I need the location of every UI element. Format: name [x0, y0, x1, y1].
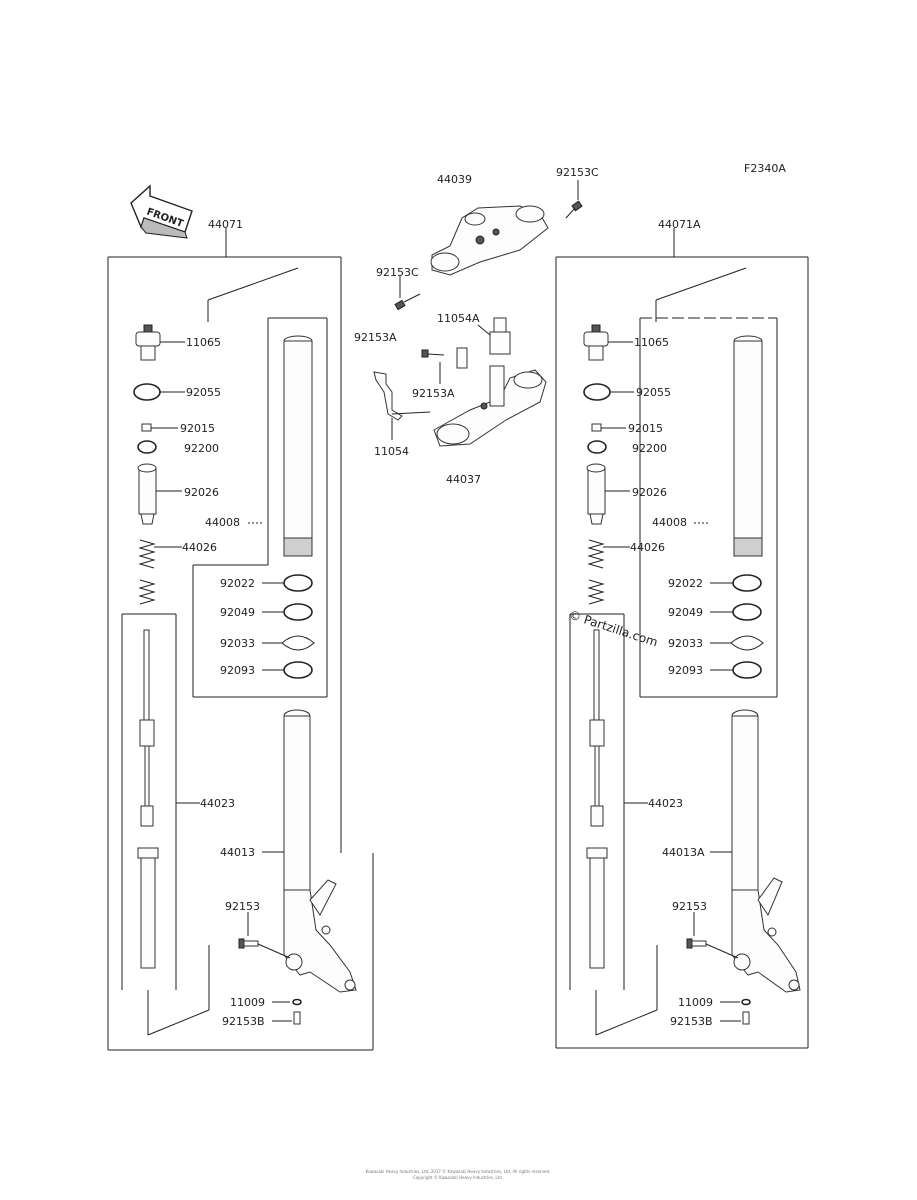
lower-bracket-icon [433, 365, 547, 447]
upper-bracket-icon [430, 205, 549, 276]
left-inner-tube-label: 44013 [220, 846, 255, 859]
diagram-code: F2340A [744, 162, 786, 175]
left-outer-tube-label: 44008 [205, 516, 240, 529]
left-assembly-label: 44071 [208, 218, 243, 231]
right-cylinder-icon [586, 629, 648, 969]
right-nut-label: 92015 [628, 422, 663, 435]
left-collar-icon [137, 463, 182, 525]
right-inner-tube-icon [710, 709, 801, 993]
left-drain-icons [272, 998, 302, 1025]
right-washer-icon [587, 440, 607, 454]
bolt-a2-label: 92153A [412, 387, 455, 400]
right-outer-tube-icon [694, 335, 763, 557]
left-oil-seal-label: 92049 [220, 606, 255, 619]
stem-label: 11054A [437, 312, 480, 325]
lower-bracket-label: 44037 [446, 473, 481, 486]
footer-line-1: Kawasaki Heavy Industries, Ltd. 2017 © K… [366, 1169, 551, 1174]
left-gasket-label: 11009 [230, 996, 265, 1009]
footer-line-2: Copyright © Kawasaki Heavy Industries, L… [413, 1175, 503, 1180]
right-seal-1-label: 92022 [668, 577, 703, 590]
right-washer-label: 92200 [632, 442, 667, 455]
right-collar-label: 92026 [632, 486, 667, 499]
left-inner-tube-icon [262, 709, 357, 993]
right-spring-icon [587, 539, 630, 605]
left-oring-label: 92055 [186, 386, 221, 399]
left-collar-label: 92026 [184, 486, 219, 499]
right-clip-label: 92033 [668, 637, 703, 650]
left-spring-label: 44026 [182, 541, 217, 554]
left-dust-seal-label: 92093 [220, 664, 255, 677]
left-cap-bolt-icon [135, 324, 185, 361]
left-seal-icons [262, 574, 315, 679]
left-washer-label: 92200 [184, 442, 219, 455]
right-drain-icons [720, 998, 751, 1025]
bolt-a1-label: 92153A [354, 331, 397, 344]
bolt-left-icon [394, 276, 421, 311]
left-fork-frame [107, 228, 374, 1051]
front-arrow: FRONT [130, 184, 193, 239]
bracket-small-label: 11054 [374, 445, 409, 458]
left-nut-label: 92015 [180, 422, 215, 435]
right-drain-bolt-label: 92153B [670, 1015, 713, 1028]
right-assembly-label: 44071A [658, 218, 701, 231]
bolt-top-label: 92153C [556, 166, 599, 179]
right-bolt-label: 92153 [672, 900, 707, 913]
upper-bracket-label: 44039 [437, 173, 472, 186]
right-fork-frame [555, 228, 809, 1049]
left-outer-tube-icon [248, 335, 313, 557]
left-clip-label: 92033 [220, 637, 255, 650]
left-cylinder-icon [137, 629, 200, 969]
left-washer-icon [137, 440, 157, 454]
right-nut-icon [591, 423, 626, 432]
left-cap-bolt-label: 11065 [186, 336, 221, 349]
right-spring-label: 44026 [630, 541, 665, 554]
left-oring-icon [133, 383, 185, 401]
bolt-a2-icon [421, 349, 445, 384]
right-inner-tube-label: 44013A [662, 846, 705, 859]
right-dust-seal-label: 92093 [668, 664, 703, 677]
left-spring-icon [138, 539, 182, 605]
right-oring-label: 92055 [636, 386, 671, 399]
bolt-top-icon [565, 180, 583, 219]
right-gasket-label: 11009 [678, 996, 713, 1009]
left-cylinder-label: 44023 [200, 797, 235, 810]
right-cap-bolt-label: 11065 [634, 336, 669, 349]
right-cylinder-label: 44023 [648, 797, 683, 810]
right-seal-icons [710, 574, 764, 679]
left-seal-1-label: 92022 [220, 577, 255, 590]
left-bolt-icon [238, 912, 291, 959]
left-nut-icon [141, 423, 178, 432]
right-bolt-icon [686, 912, 739, 959]
right-outer-tube-label: 44008 [652, 516, 687, 529]
bracket-small-icon [373, 347, 468, 440]
bolt-left-label: 92153C [376, 266, 419, 279]
stem-icon [477, 317, 511, 355]
left-bolt-label: 92153 [225, 900, 260, 913]
left-drain-bolt-label: 92153B [222, 1015, 265, 1028]
right-collar-icon [586, 463, 630, 525]
right-oil-seal-label: 92049 [668, 606, 703, 619]
right-cap-bolt-icon [583, 324, 633, 361]
right-oring-icon [583, 383, 634, 401]
